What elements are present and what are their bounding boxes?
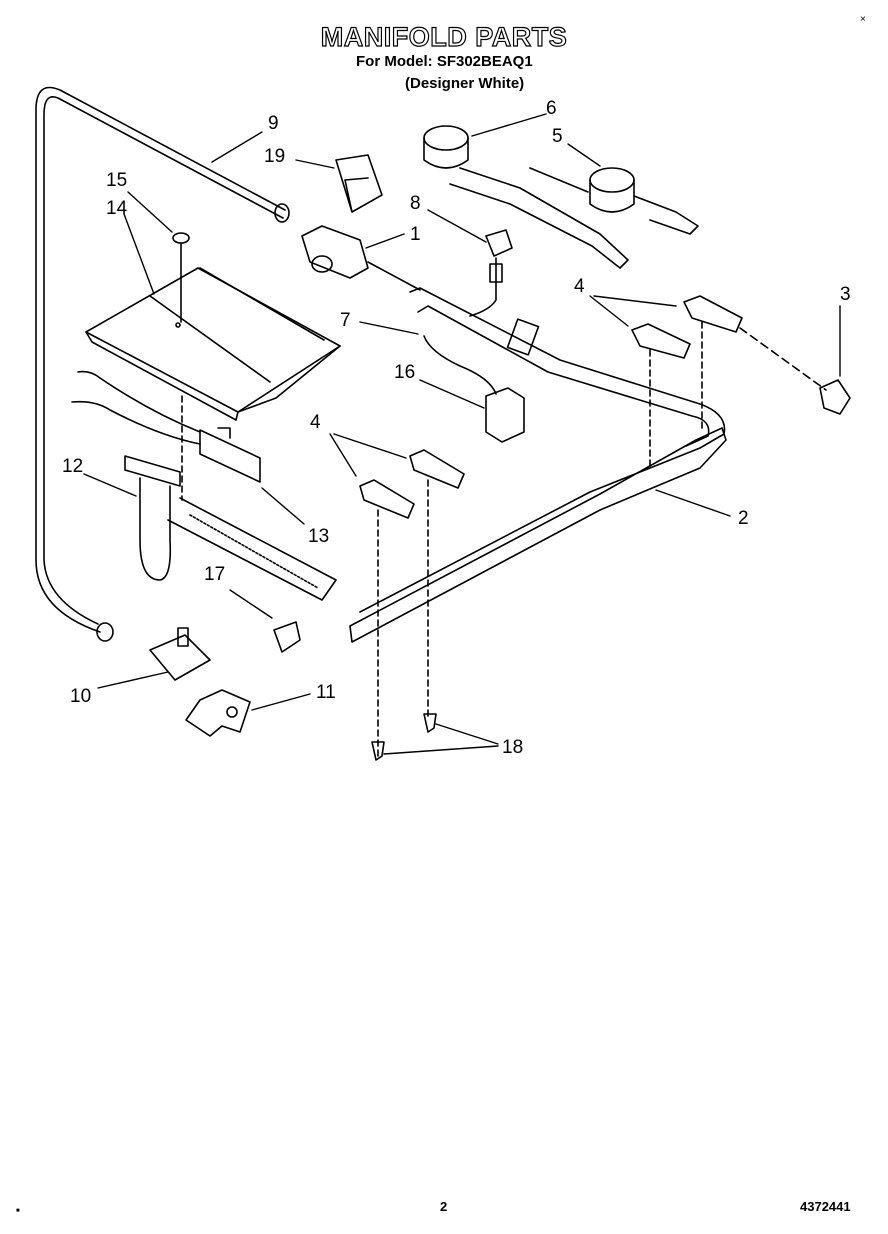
- callout-12: 12: [62, 456, 83, 477]
- valve-part-1: [301, 225, 421, 291]
- callout-3: 3: [840, 284, 851, 305]
- gas-tube-part-9: [35, 86, 290, 642]
- callout-2: 2: [738, 508, 749, 529]
- callout-11: 11: [316, 682, 336, 703]
- callout-10: 10: [70, 686, 91, 707]
- base-part-10: [149, 627, 211, 681]
- callout-16: 16: [394, 362, 415, 383]
- corner-mark-bottom: ■: [16, 1208, 20, 1214]
- oven-burner-part-12: [124, 455, 337, 601]
- callout-6: 6: [546, 98, 557, 119]
- callout-8: 8: [410, 193, 421, 214]
- callout-5: 5: [552, 126, 563, 147]
- valve-pair-part-4-upper: [631, 295, 743, 471]
- burner-part-6: [423, 125, 629, 269]
- igniter-part-13: [71, 370, 261, 501]
- leader-lines: [83, 113, 841, 755]
- module-part-16: [423, 335, 525, 443]
- corner-mark: ×: [860, 14, 866, 25]
- callout-15: 15: [106, 170, 127, 191]
- clip-part-17: [273, 621, 301, 653]
- grommet-part-15: [172, 232, 190, 244]
- clip-part-8: [485, 229, 513, 257]
- manifold-pipe-part-7: [359, 287, 726, 613]
- valve-pair-part-4-lower: [359, 449, 465, 761]
- callout-labels: 9 19 15 14 8 1 6 5 4 3 7 16 4 12 13 2 17…: [62, 98, 851, 758]
- document-number: 4372441: [800, 1199, 851, 1214]
- callout-4-upper: 4: [574, 276, 585, 297]
- screws-part-18: [371, 713, 437, 761]
- callout-4-lower: 4: [310, 412, 321, 433]
- callout-18: 18: [502, 737, 523, 758]
- burner-part-5: [529, 167, 699, 235]
- color-line: (Designer White): [405, 75, 525, 92]
- callout-1: 1: [410, 224, 421, 245]
- bracket-part-19: [335, 154, 383, 213]
- page-number: 2: [440, 1199, 448, 1214]
- bracket-part-11: [185, 689, 251, 737]
- heat-shield-part-14: [85, 267, 341, 421]
- callout-13: 13: [308, 526, 329, 547]
- model-line: For Model: SF302BEAQ1: [356, 53, 533, 70]
- callout-17: 17: [204, 564, 225, 585]
- manifold-bracket-part-2: [349, 427, 727, 643]
- callout-7: 7: [340, 310, 351, 331]
- callout-19: 19: [264, 146, 285, 167]
- clip-part-3: [819, 379, 851, 415]
- page-title: MANIFOLD PARTS: [320, 21, 568, 52]
- callout-14: 14: [106, 198, 128, 219]
- callout-9: 9: [268, 113, 279, 134]
